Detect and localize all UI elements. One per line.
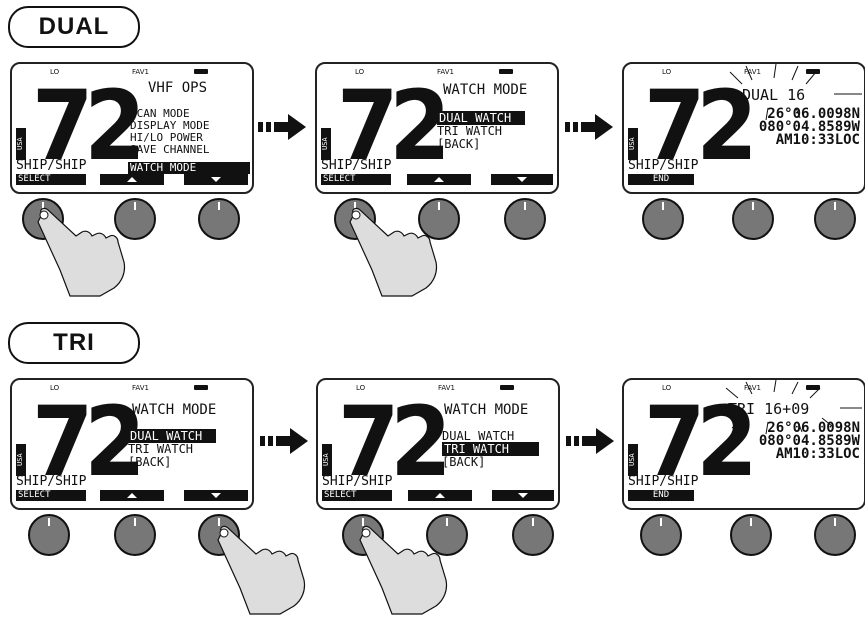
flow-arrow-icon <box>566 428 616 454</box>
end-softkey[interactable]: END <box>628 174 694 185</box>
up-softkey-bar[interactable] <box>100 490 164 501</box>
menu-title: VHF OPS <box>148 80 207 96</box>
down-arrow-icon <box>517 177 527 182</box>
local-time: AM10:33LOC <box>759 134 860 147</box>
menu-list: DUAL WATCH TRI WATCH [BACK] <box>128 430 216 469</box>
display-watch-mode-dual: LO FAV1 72 USA SHIP/SHIP WATCH MODE DUAL… <box>10 378 254 510</box>
channel-name: SHIP/SHIP <box>321 159 391 172</box>
menu-item-back[interactable]: [BACK] <box>442 456 539 469</box>
battery-icon <box>194 385 208 390</box>
menu-list: DUAL WATCH TRI WATCH [BACK] <box>437 112 525 151</box>
down-softkey-bar[interactable] <box>492 490 554 501</box>
section-tab-tri: TRI <box>8 322 140 364</box>
position-readout: 26°06.0098N 080°04.8589W AM10:33LOC <box>759 108 860 147</box>
pressing-hand-icon <box>352 524 452 616</box>
flow-arrow-icon <box>260 428 310 454</box>
menu-item-back[interactable]: [BACK] <box>128 456 216 469</box>
watch-mode-highlight[interactable]: WATCH MODE <box>128 162 250 174</box>
menu-item-back[interactable]: [BACK] <box>437 138 525 151</box>
select-softkey[interactable]: SELECT <box>321 174 391 185</box>
region-indicator: USA <box>321 128 331 160</box>
battery-icon <box>499 69 513 74</box>
up-softkey-bar[interactable] <box>407 174 471 185</box>
channel-name: SHIP/SHIP <box>16 475 86 488</box>
tri-watch-label: TRI 16+09 <box>728 400 809 418</box>
flow-arrow-icon <box>258 114 308 140</box>
up-softkey-bar[interactable] <box>408 490 472 501</box>
knob-left[interactable] <box>28 514 70 556</box>
region-indicator: USA <box>16 444 26 476</box>
up-arrow-icon <box>127 493 137 498</box>
pressing-hand-icon <box>30 206 130 298</box>
knob-right[interactable] <box>512 514 554 556</box>
menu-item[interactable]: SAVE CHANNEL <box>130 144 209 156</box>
knob-left[interactable] <box>640 514 682 556</box>
region-indicator: USA <box>16 128 26 160</box>
select-softkey[interactable]: SELECT <box>16 174 86 185</box>
down-softkey-bar[interactable] <box>184 174 248 185</box>
local-time: AM10:33LOC <box>759 448 860 461</box>
down-arrow-icon <box>211 177 221 182</box>
menu-title: WATCH MODE <box>444 402 528 418</box>
knob-middle[interactable] <box>114 514 156 556</box>
battery-icon <box>194 69 208 74</box>
down-arrow-icon <box>211 493 221 498</box>
region-indicator: USA <box>628 444 638 476</box>
down-softkey-bar[interactable] <box>184 490 248 501</box>
battery-icon <box>500 385 514 390</box>
channel-name: SHIP/SHIP <box>628 159 698 172</box>
menu-title: WATCH MODE <box>443 82 527 98</box>
channel-name: SHIP/SHIP <box>628 475 698 488</box>
menu-list: SCAN MODE DISPLAY MODE HI/LO POWER SAVE … <box>130 108 209 156</box>
up-arrow-icon <box>434 177 444 182</box>
region-indicator: USA <box>628 128 638 160</box>
knob-left[interactable] <box>642 198 684 240</box>
channel-name: SHIP/SHIP <box>16 159 86 172</box>
up-softkey-bar[interactable] <box>100 174 164 185</box>
up-arrow-icon <box>127 177 137 182</box>
menu-title: WATCH MODE <box>132 402 216 418</box>
pressing-hand-icon <box>342 206 442 298</box>
knob-right[interactable] <box>814 198 856 240</box>
down-softkey-bar[interactable] <box>491 174 553 185</box>
menu-list: DUAL WATCH TRI WATCH [BACK] <box>442 430 539 469</box>
dual-watch-label: DUAL 16 <box>742 86 805 104</box>
select-softkey[interactable]: SELECT <box>16 490 86 501</box>
pressing-hand-icon <box>210 524 310 616</box>
end-softkey[interactable]: END <box>628 490 694 501</box>
channel-name: SHIP/SHIP <box>322 475 392 488</box>
flow-arrow-icon <box>565 114 615 140</box>
select-softkey[interactable]: SELECT <box>322 490 392 501</box>
knob-right[interactable] <box>504 198 546 240</box>
down-arrow-icon <box>518 493 528 498</box>
section-tab-dual: DUAL <box>8 6 140 48</box>
display-vhf-ops: LO FAV1 72 USA SHIP/SHIP VHF OPS SCAN MO… <box>10 62 254 194</box>
up-arrow-icon <box>435 493 445 498</box>
display-tri-watch-active: LO FAV1 72 USA SHIP/SHIP TRI 16+09 26°06… <box>622 378 865 510</box>
display-watch-mode-tri: LO FAV1 72 USA SHIP/SHIP WATCH MODE DUAL… <box>316 378 560 510</box>
display-dual-watch-active: LO FAV1 72 USA SHIP/SHIP DUAL 16 26°06.0… <box>622 62 865 194</box>
display-watch-mode-dual: LO FAV1 72 USA SHIP/SHIP WATCH MODE DUAL… <box>315 62 559 194</box>
knob-right[interactable] <box>198 198 240 240</box>
position-readout: 26°06.0098N 080°04.8589W AM10:33LOC <box>759 422 860 461</box>
knob-middle[interactable] <box>730 514 772 556</box>
knob-right[interactable] <box>814 514 856 556</box>
region-indicator: USA <box>322 444 332 476</box>
knob-middle[interactable] <box>732 198 774 240</box>
